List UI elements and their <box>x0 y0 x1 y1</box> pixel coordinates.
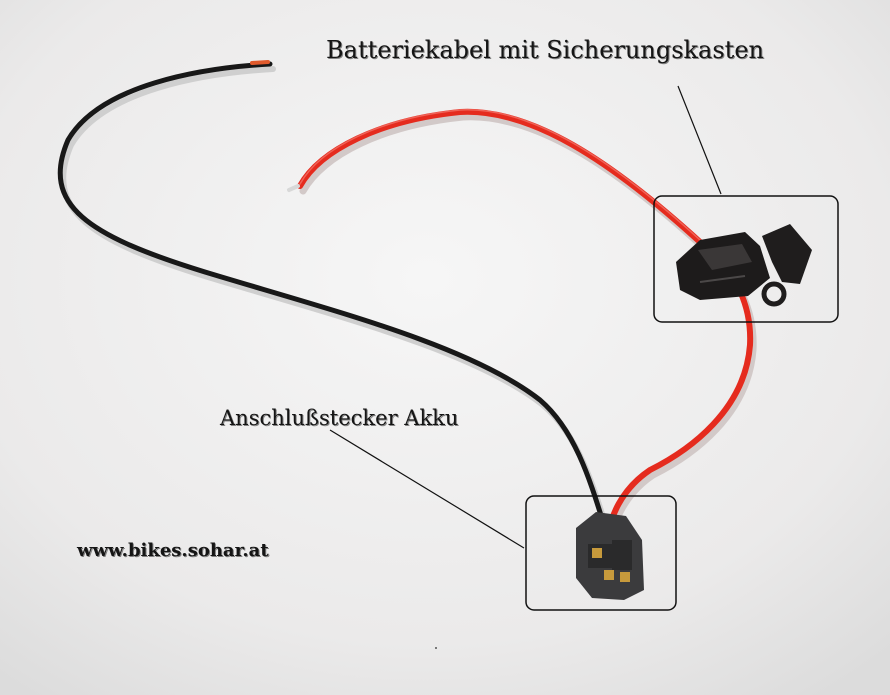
black-wire-stripped-tip <box>250 60 270 65</box>
website-watermark: www.bikes.sohar.at <box>77 540 269 561</box>
fuse-holder <box>676 224 812 307</box>
battery-plug <box>576 512 644 600</box>
plug-leader-line <box>329 429 525 549</box>
connector-label: Anschlußstecker Akku <box>220 406 459 430</box>
fuse-box-label: Batteriekabel mit Sicherungskasten <box>326 36 764 64</box>
red-wire-highlight <box>299 109 701 241</box>
fuse-box-callout-frame <box>653 195 839 323</box>
plug-callout-frame <box>525 495 677 611</box>
fuse-box-leader-line <box>677 85 722 195</box>
dust-speck <box>435 647 437 649</box>
black-wire <box>57 61 607 528</box>
red-wire-stripped-tip <box>287 184 300 192</box>
